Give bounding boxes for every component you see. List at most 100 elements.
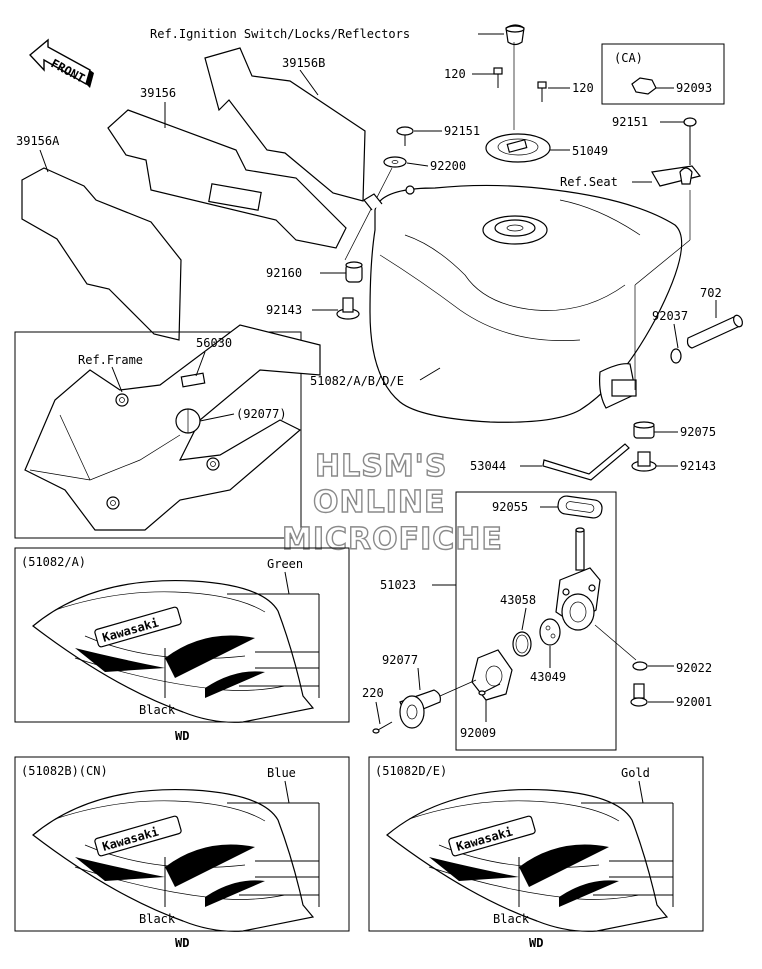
nut-92093: [631, 77, 657, 95]
variant-base-label: Black: [139, 703, 176, 717]
variant-tank-drawing: [32, 788, 315, 932]
damper-92075: [633, 421, 655, 439]
label-92151a: 92151: [444, 124, 480, 138]
watermark-line-3: MICROFICHE: [282, 522, 503, 557]
fuel-cock-box: [455, 491, 617, 751]
hose-702: [686, 314, 743, 349]
bolt-92151-right: [683, 117, 697, 165]
variant-color-label: Blue: [267, 766, 296, 780]
tank-pad-39156A: [21, 167, 182, 341]
watermark-line-1: HLSM'S: [315, 449, 447, 484]
label-39156: 39156: [140, 86, 176, 100]
label-ca: (CA): [614, 51, 643, 65]
label-92143a: 92143: [266, 303, 302, 317]
variant-box: [14, 756, 350, 932]
screw-220: [372, 721, 393, 734]
variant-code: (51082B)(CN): [21, 764, 108, 778]
label-92075: 92075: [680, 425, 716, 439]
grommet-92160: [345, 261, 363, 283]
kawasaki-logo-badge: [94, 815, 182, 857]
variant-box: [14, 547, 350, 723]
bolt-92151-left: [396, 126, 414, 146]
ref-frame-label: Ref.Frame: [78, 353, 143, 367]
label-51082: 51082/A/B/D/E: [310, 374, 404, 388]
variant-base-label: Black: [139, 912, 176, 926]
clip-92037: [670, 348, 682, 364]
label-43058: 43058: [500, 593, 536, 607]
variant-market-label: WD: [175, 936, 189, 950]
cap-plate-51049: [485, 133, 551, 163]
tank-pad-39156B: [204, 47, 366, 202]
label-92151b: 92151: [612, 115, 648, 129]
label-92143b: 92143: [680, 459, 716, 473]
bolt-120-right: [537, 81, 547, 102]
plate-43049: [539, 618, 561, 646]
variant-base-label: Black: [493, 912, 530, 926]
label-92077-inset: (92077): [236, 407, 287, 421]
washer-92022: [632, 661, 648, 671]
fuel-tank-51082: [363, 184, 683, 423]
seat-bracket: [651, 165, 702, 187]
tank-pad-39156: [107, 109, 347, 249]
oring-43058: [512, 631, 532, 657]
label-92001: 92001: [676, 695, 712, 709]
label-702: 702: [700, 286, 722, 300]
variant-code: (51082/A): [21, 555, 86, 569]
ca-variant-box: [601, 43, 725, 105]
ignition-cap-part: [505, 24, 525, 46]
gasket-92055: [557, 495, 603, 519]
label-43049: 43049: [530, 670, 566, 684]
variant-stripe: [165, 844, 255, 887]
damper-92143-right: [631, 451, 657, 472]
variant-market-label: WD: [175, 729, 189, 743]
bolt-92001: [630, 683, 648, 707]
label-92093: 92093: [676, 81, 712, 95]
label-92037: 92037: [652, 309, 688, 323]
variant-color-label: Green: [267, 557, 303, 571]
label-92009: 92009: [460, 726, 496, 740]
damper-92143-left: [336, 297, 360, 320]
label-56030: 56030: [196, 336, 232, 350]
variant-stripe: [519, 844, 609, 887]
variant-stripe: [165, 635, 255, 678]
washer-92200: [383, 156, 407, 168]
label-92077b: 92077: [382, 653, 418, 667]
lever-body-92077: [471, 649, 513, 701]
label-120a: 120: [444, 67, 466, 81]
ref-ignition-label: Ref.Ignition Switch/Locks/Reflectors: [150, 27, 410, 41]
variant-tank-drawing: [32, 579, 315, 723]
label-120b: 120: [572, 81, 594, 95]
variant-code: (51082D/E): [375, 764, 447, 778]
frame-drawing: [24, 324, 321, 531]
hose-53044: [542, 443, 630, 481]
variant-color-label: Gold: [621, 766, 650, 780]
label-92055: 92055: [492, 500, 528, 514]
label-220: 220: [362, 686, 384, 700]
color-variants: (51082/A)GreenKawasakiBlackWD(51082B)(CN…: [14, 547, 704, 950]
label-39156B: 39156B: [282, 56, 325, 70]
label-39156A: 39156A: [16, 134, 60, 148]
screw-92009: [478, 683, 501, 696]
label-53044: 53044: [470, 459, 506, 473]
knob-lever: [399, 689, 441, 729]
label-92200: 92200: [430, 159, 466, 173]
frame-inset-box: [14, 331, 302, 539]
variant-market-label: WD: [529, 936, 543, 950]
variant-box: [368, 756, 704, 932]
watermark-line-2: ONLINE: [313, 485, 446, 520]
fuel-cock-body: [555, 527, 601, 631]
label-92160: 92160: [266, 266, 302, 280]
variant-tank-drawing: [386, 788, 669, 932]
watermark: HLSM'S ONLINE MICROFICHE: [281, 448, 503, 557]
kawasaki-logo-badge: [448, 815, 536, 857]
label-51049: 51049: [572, 144, 608, 158]
label-92022: 92022: [676, 661, 712, 675]
bolt-120-left: [493, 67, 503, 88]
label-51023: 51023: [380, 578, 416, 592]
front-arrow-icon: FRONT: [28, 38, 94, 88]
ref-seat-label: Ref.Seat: [560, 175, 618, 189]
